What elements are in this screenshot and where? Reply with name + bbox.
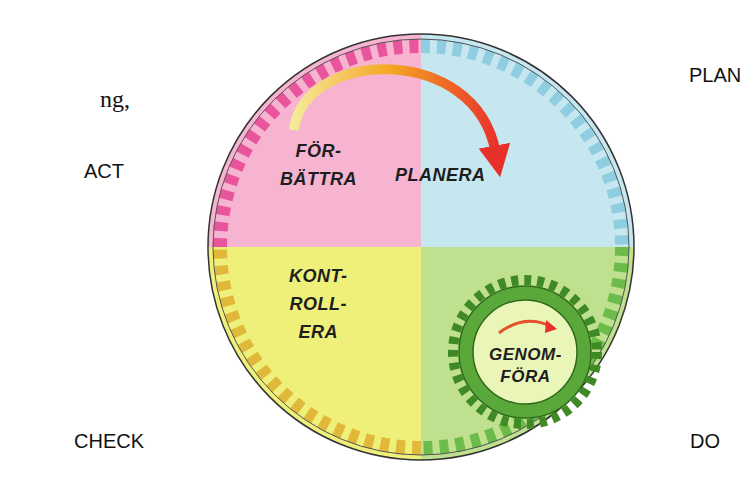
small-gear-teeth xyxy=(453,280,597,424)
cycle-arrow xyxy=(294,69,496,152)
gear-teeth xyxy=(421,46,622,247)
plan-quadrant xyxy=(421,34,634,247)
phase-name: ACT xyxy=(84,160,124,183)
phase-name: CHECK xyxy=(74,430,144,453)
gear-teeth xyxy=(421,247,622,448)
gear-teeth xyxy=(220,247,421,448)
check-quadrant xyxy=(208,247,421,460)
node-text: KONT- ROLL- ERA xyxy=(289,263,348,347)
small-gear-arrowhead xyxy=(545,320,557,333)
small-gear-arrow xyxy=(499,321,550,333)
quadrant-label: FÖR- BÄTTRA xyxy=(274,134,363,198)
node-text: FÖR- BÄTTRA xyxy=(280,138,357,194)
phase-name: PLAN xyxy=(689,64,741,87)
node-text: PLANERA xyxy=(395,162,486,190)
wheel-outline xyxy=(208,34,634,460)
small-gear xyxy=(459,286,591,418)
small-gear-hub xyxy=(473,300,577,404)
node-text: GENOM- FÖRA xyxy=(489,344,562,388)
gear-label: GENOM- FÖRA xyxy=(483,340,568,392)
gear-teeth xyxy=(220,46,421,247)
phase-name: DO xyxy=(690,430,720,453)
do-quadrant xyxy=(421,247,634,460)
ring-line xyxy=(213,39,629,455)
quadrant-label: KONT- ROLL- ERA xyxy=(283,259,354,351)
quadrant-label: PLANERA xyxy=(389,158,492,194)
cut-off-text: ng, xyxy=(100,86,130,113)
